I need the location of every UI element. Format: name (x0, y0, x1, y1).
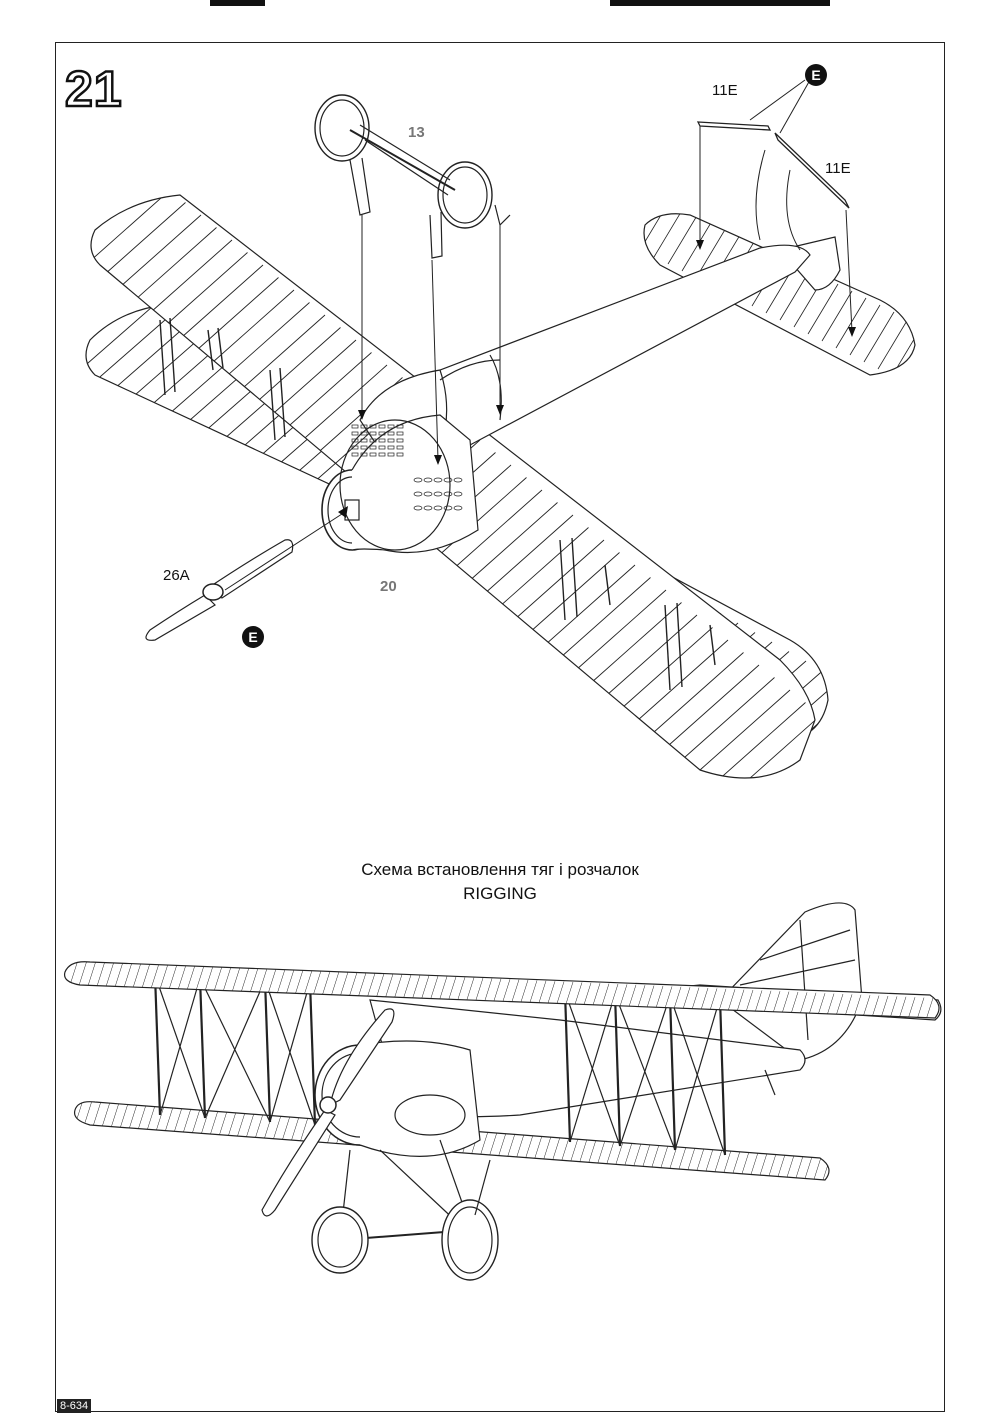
step-number: 21 (64, 60, 123, 119)
rigging-view (63, 902, 942, 1281)
rigging-wheel-right (441, 1199, 499, 1281)
parts-11E (696, 121, 850, 251)
interplane-struts (159, 317, 716, 691)
sprue-badge-propeller: E (242, 626, 264, 648)
rigging-fin (719, 902, 863, 1061)
rigging-title-en: RIGGING (463, 884, 537, 903)
part-label-11E-right: 11E (825, 160, 851, 177)
part-label-11E-left: 11E (712, 82, 738, 99)
part-label-20: 20 (380, 578, 397, 595)
assembly-arrows (224, 79, 853, 591)
header-fragment-right (610, 0, 830, 6)
rigging-wheel-left (311, 1206, 369, 1274)
page-code: 8-634 (57, 1399, 92, 1413)
rigging-propeller (329, 1008, 395, 1107)
header-fragment-left (210, 0, 265, 6)
part-label-26A: 26A (163, 567, 190, 584)
rigging-title-ua: Схема встановлення тяг і розчалок (361, 860, 639, 879)
part-label-13: 13 (408, 124, 425, 141)
propeller-26A (145, 539, 294, 641)
undercarriage-13 (314, 94, 511, 259)
sprue-badge-tail: E (805, 64, 827, 86)
engine-cowl (321, 414, 479, 554)
page-frame (55, 42, 945, 1412)
